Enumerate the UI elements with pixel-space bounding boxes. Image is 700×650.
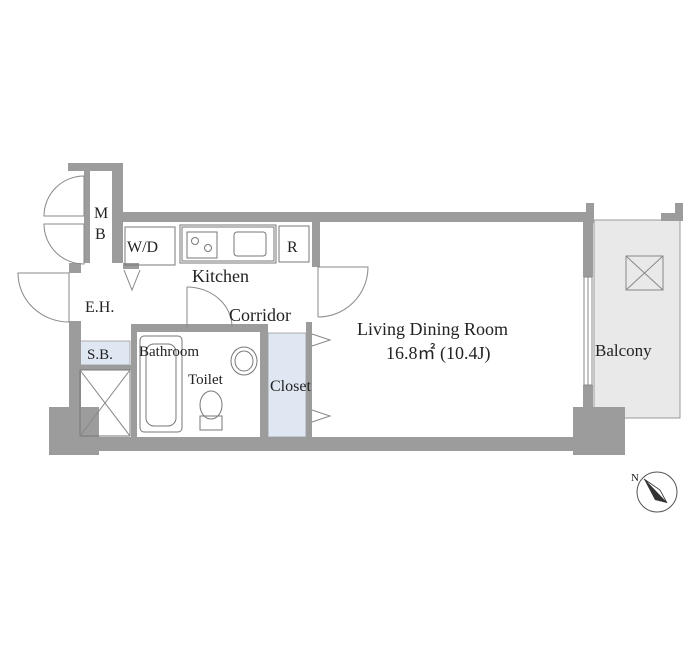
compass-icon: N: [631, 471, 678, 513]
outdoor-unit-icon: [625, 255, 664, 291]
storage-cross: [79, 369, 131, 437]
toilet-icon: [199, 390, 223, 431]
walls: [49, 163, 625, 455]
mb-label-m: M: [94, 205, 108, 222]
balcony-area: [586, 203, 683, 419]
wd-box: [124, 226, 176, 266]
closet-label: Closet: [270, 378, 311, 395]
shoe-box-area: [79, 340, 131, 366]
sink-icon: [233, 231, 267, 257]
living-room-label: Living Dining Room: [357, 319, 508, 339]
kitchen-counter: [179, 224, 277, 264]
refrigerator-box: [278, 225, 310, 263]
mb-label-b: B: [95, 226, 106, 243]
living-room-area: 16.8㎡ (10.4J): [386, 342, 491, 364]
shoe-box-label: S.B.: [87, 347, 113, 363]
refrigerator-label: R: [287, 239, 298, 256]
washbasin-icon: [230, 346, 258, 376]
balcony-window: [583, 276, 593, 386]
bathtub-icon: [139, 335, 183, 433]
bathroom-label: Bathroom: [139, 344, 199, 360]
corridor-label: Corridor: [229, 305, 291, 325]
stove-icon: [186, 231, 218, 259]
balcony-label: Balcony: [595, 341, 652, 360]
doors: [17, 175, 369, 423]
toilet-label: Toilet: [188, 372, 224, 388]
entrance-hall-label: E.H.: [85, 299, 114, 316]
kitchen-label: Kitchen: [192, 266, 249, 286]
compass-north-label: N: [631, 472, 639, 484]
wd-label: W/D: [127, 239, 158, 256]
